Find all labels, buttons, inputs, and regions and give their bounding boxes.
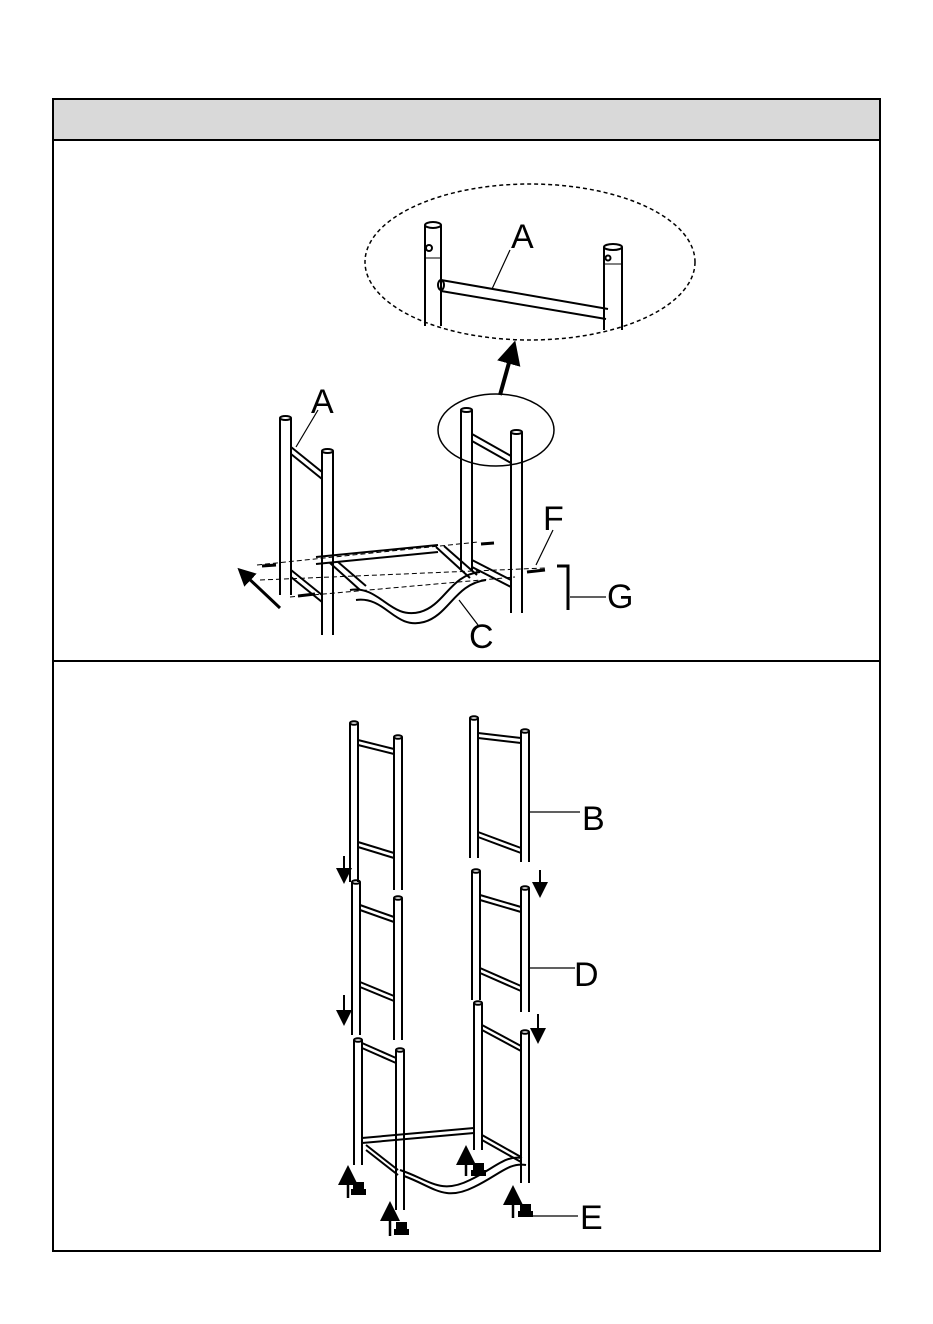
- label-c: C: [469, 618, 494, 656]
- base-assembled: [362, 1128, 526, 1193]
- side-frame-right: [461, 408, 522, 613]
- direction-arrow: [244, 574, 280, 608]
- allen-key-g: [557, 566, 568, 610]
- down-arrows: [344, 856, 540, 1040]
- detail-callout: [365, 184, 695, 340]
- feet-e: [352, 1164, 532, 1234]
- label-d: D: [574, 956, 599, 994]
- step2-illustration: [344, 716, 580, 1236]
- label-f: F: [543, 500, 564, 538]
- label-e: E: [580, 1199, 603, 1237]
- left-tower-middle: [352, 880, 402, 1040]
- detail-arrow: [500, 352, 512, 395]
- right-tower-middle: [472, 869, 529, 1012]
- detail-a-leader: [492, 250, 510, 289]
- label-detail-a: A: [511, 218, 534, 256]
- label-g: G: [607, 578, 633, 616]
- step2-labels: B D E: [574, 800, 605, 1237]
- right-tower-top: [470, 716, 529, 862]
- side-frame-left: [280, 416, 333, 635]
- dashed-alignment: [257, 542, 545, 597]
- label-b: B: [582, 800, 605, 838]
- left-tower-top: [350, 721, 402, 890]
- label-a: A: [311, 383, 334, 421]
- up-arrows: [348, 1150, 513, 1236]
